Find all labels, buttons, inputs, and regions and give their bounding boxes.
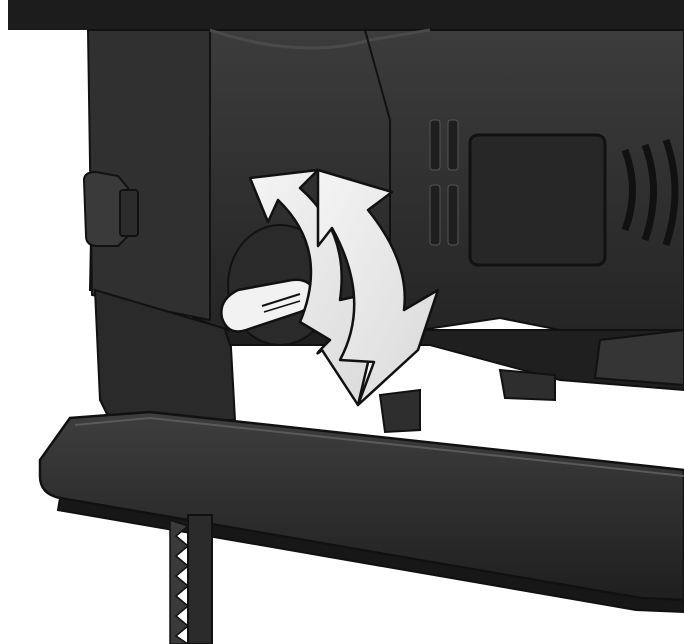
saw-blade [169, 514, 213, 644]
double-headed-curved-arrow-icon [248, 168, 440, 407]
left-margin [0, 0, 8, 644]
base-shoe [38, 410, 684, 614]
header-bar [0, 0, 684, 30]
